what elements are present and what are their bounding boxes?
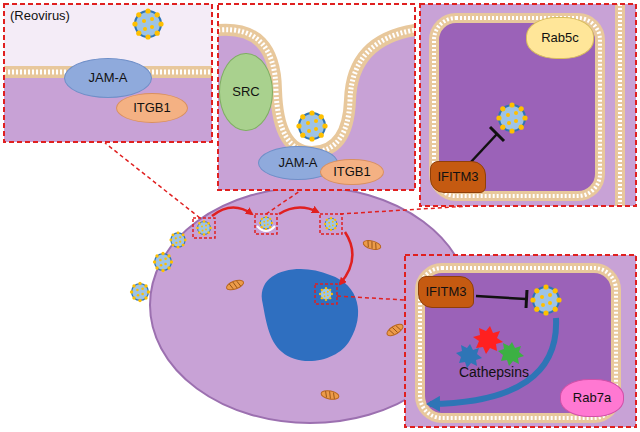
node-text: IFITM3 bbox=[437, 170, 478, 185]
cathepsin-star bbox=[498, 342, 524, 366]
kinase-ellipse: SRC bbox=[219, 53, 272, 131]
rab-protein: Rab7a bbox=[560, 379, 624, 417]
panel-internalization bbox=[218, 4, 415, 190]
node-text: JAM-A bbox=[89, 71, 128, 86]
nucleus bbox=[262, 269, 358, 361]
node-text: ITGB1 bbox=[133, 101, 171, 116]
restriction-factor: IFITM3 bbox=[418, 276, 474, 308]
integrin-ellipse: ITGB1 bbox=[116, 93, 188, 123]
node-text: ITGB1 bbox=[333, 165, 371, 180]
panel-early-endosome bbox=[420, 4, 636, 206]
node-text: Rab7a bbox=[573, 391, 611, 406]
node-text: SRC bbox=[232, 85, 259, 100]
location-marker bbox=[193, 214, 342, 304]
node-text: JAM-A bbox=[279, 156, 318, 171]
virus-label: (Reovirus) bbox=[10, 8, 70, 23]
panel-late-endosome bbox=[405, 255, 636, 427]
panel-attachment bbox=[4, 4, 212, 142]
node-text: IFITM3 bbox=[425, 285, 466, 300]
node-text: Rab5c bbox=[541, 31, 579, 46]
enzyme-label: Cathepsins bbox=[459, 364, 529, 380]
process-arrow bbox=[212, 207, 352, 284]
restriction-factor: IFITM3 bbox=[430, 161, 486, 193]
receptor-ellipse: JAM-A bbox=[64, 58, 152, 98]
integrin-ellipse: ITGB1 bbox=[320, 159, 384, 186]
escape-arrow bbox=[430, 318, 556, 404]
rab-protein: Rab5c bbox=[526, 17, 594, 59]
